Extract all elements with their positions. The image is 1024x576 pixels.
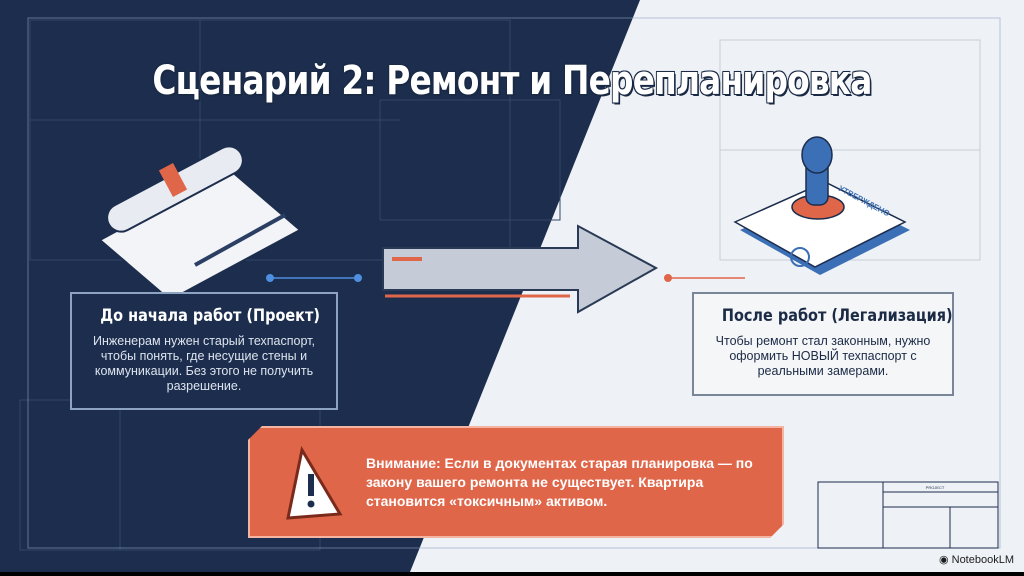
page-title: Сценарий 2: Ремонт и Перепланировка [152,58,872,104]
after-work-text: Чтобы ремонт стал законным, нужно оформи… [715,334,931,378]
before-work-text: Инженерам нужен старый техпаспорт, чтобы… [93,334,315,393]
warning-banner: Внимание: Если в документах старая плани… [248,426,784,538]
warning-icon [280,446,344,522]
title-block [817,481,999,549]
brand-label: NotebookLM [951,553,1014,566]
before-work-heading: До начала работ (Проект) [100,306,320,326]
warning-text: Внимание: Если в документах старая плани… [366,455,753,509]
notebooklm-logo-icon: ◉ [939,554,949,566]
notebooklm-brand: ◉ NotebookLM [939,553,1014,567]
approval-stamp-icon: УТВЕРЖДЕНО [733,136,910,275]
arrow-icon [382,224,659,314]
title-block-label: PROJECT [926,485,945,490]
before-work-card: До начала работ (Проект) Инженерам нужен… [70,292,338,410]
after-work-card: После работ (Легализация) Чтобы ремонт с… [692,292,954,396]
blueprint-scroll-icon [98,145,302,302]
after-work-heading: После работ (Легализация) [721,306,953,326]
